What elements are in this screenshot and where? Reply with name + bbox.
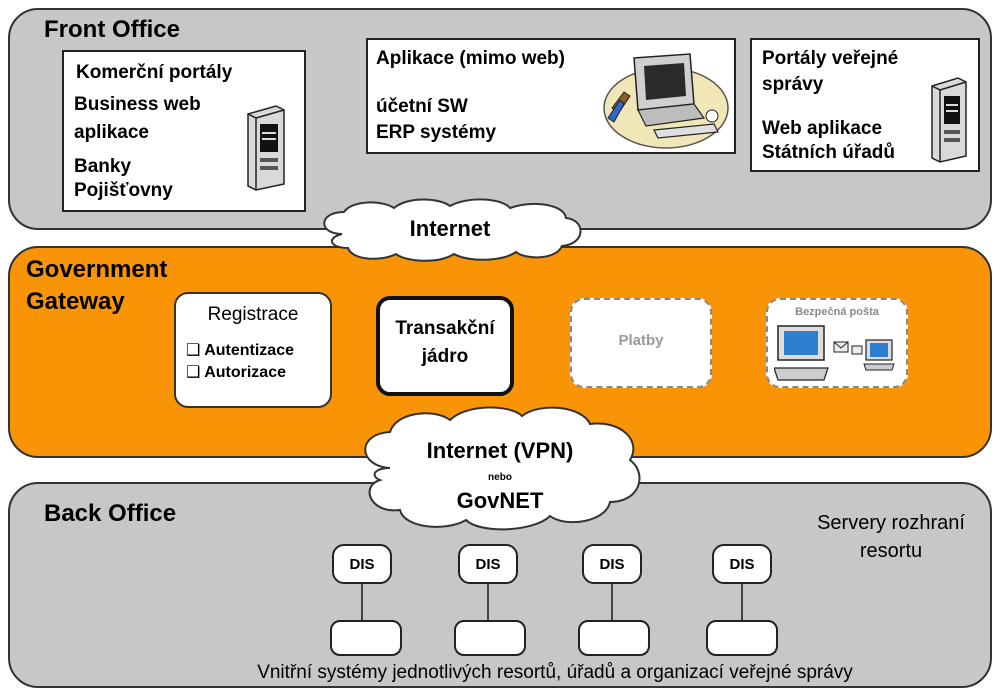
dis-server-3: DIS	[582, 544, 642, 584]
applications-line-2: ERP systémy	[376, 122, 497, 143]
server-icon	[931, 77, 967, 163]
public-portals-line-2: Státních úřadů	[762, 142, 896, 163]
commercial-line-4: Pojišťovny	[74, 180, 173, 201]
connector-line	[741, 584, 743, 620]
internal-system-2	[454, 620, 526, 656]
dis-server-4: DIS	[712, 544, 772, 584]
applications-line-1: účetní SW	[376, 96, 468, 117]
secure-mail-label: Bezpečná pošta	[795, 306, 879, 318]
gateway-title-line-1: Government	[26, 256, 168, 283]
registration-item-authentication: ❑ Autentizace	[186, 342, 294, 359]
public-portals-heading-1: Portály veřejné	[762, 48, 899, 69]
payments-box: Platby	[570, 298, 712, 388]
gateway-title-line-2: Gateway	[26, 288, 125, 315]
commercial-line-2: aplikace	[74, 122, 149, 143]
workstation-icon	[603, 53, 729, 149]
registration-box: Registrace ❑ Autentizace ❑ Autorizace	[174, 292, 332, 408]
interface-servers-line-1: Servery rozhraní	[817, 512, 965, 534]
server-icon	[247, 105, 285, 191]
internal-system-4	[706, 620, 778, 656]
internal-systems-caption: Vnitřní systémy jednotlivých resortů, úř…	[257, 662, 853, 683]
interface-servers-line-2: resortu	[859, 540, 923, 562]
commercial-portals-heading: Komerční portály	[76, 62, 233, 83]
applications-box: Aplikace (mimo web) účetní SW ERP systém…	[366, 38, 736, 154]
commercial-line-1: Business web	[74, 94, 201, 115]
front-office-title: Front Office	[44, 16, 180, 43]
registration-item-authorization: ❑ Autorizace	[186, 364, 286, 381]
transaction-core-line-2: jádro	[421, 346, 469, 367]
payments-label: Platby	[618, 332, 664, 349]
transaction-core-line-1: Transakční	[395, 318, 495, 339]
public-portals-box: Portály veřejné správy Web aplikace Stát…	[750, 38, 980, 172]
computers-mail-icon	[774, 325, 895, 381]
connector-line	[611, 584, 613, 620]
public-portals-heading-2: správy	[762, 74, 824, 95]
applications-heading: Aplikace (mimo web)	[376, 48, 565, 69]
dis-server-2: DIS	[458, 544, 518, 584]
internal-system-3	[578, 620, 650, 656]
back-office-title: Back Office	[44, 500, 177, 527]
internal-system-1	[330, 620, 402, 656]
commercial-line-3: Banky	[74, 156, 132, 177]
vpn-govnet-cloud	[364, 406, 641, 531]
transaction-core-box: Transakční jádro	[376, 296, 514, 396]
registration-heading: Registrace	[207, 304, 299, 325]
internet-cloud	[323, 198, 582, 262]
connector-line	[487, 584, 489, 620]
connector-line	[361, 584, 363, 620]
commercial-portals-box: Komerční portály Business web aplikace B…	[62, 50, 306, 212]
dis-server-1: DIS	[332, 544, 392, 584]
vpn-cloud-line-1: Internet (VPN)	[426, 438, 574, 463]
vpn-cloud-line-3: GovNET	[456, 488, 544, 513]
internet-cloud-label: Internet	[409, 216, 491, 241]
vpn-cloud-line-2: nebo	[488, 472, 512, 483]
secure-mail-box: Bezpečná pošta	[766, 298, 908, 388]
public-portals-line-1: Web aplikace	[762, 118, 883, 139]
